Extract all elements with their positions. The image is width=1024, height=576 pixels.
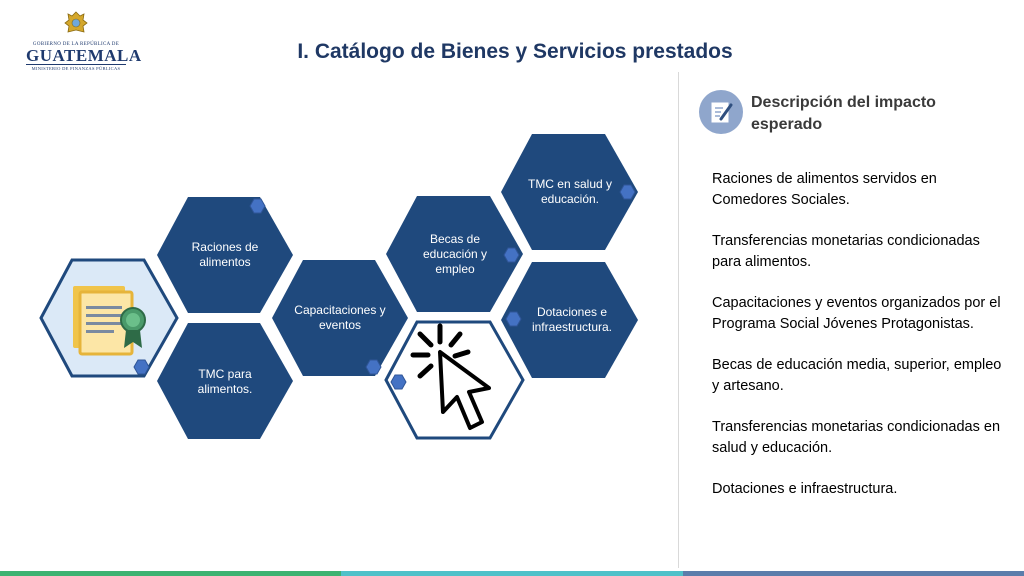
hexagon-raciones (157, 197, 293, 313)
edit-note-icon (699, 90, 743, 134)
hexagon-becas (386, 196, 523, 312)
footer-segment (341, 571, 683, 576)
list-item: Capacitaciones y eventos organizados por… (712, 295, 1001, 332)
page-title: I. Catálogo de Bienes y Servicios presta… (297, 40, 733, 63)
footer-segment (0, 571, 342, 576)
connector-dot (505, 311, 522, 327)
list-item: Dotaciones e infraestructura. (712, 481, 898, 497)
footer-bar (0, 571, 1024, 576)
list-item: Becas de educación media, superior, empl… (712, 357, 1002, 394)
click-pointer-icon (410, 323, 491, 430)
connector-dot (249, 198, 266, 214)
certificate-icon (73, 286, 146, 356)
hexagon-label-tmc-salud: TMC en salud y educación. (527, 177, 613, 206)
hexagon-dotaciones (501, 262, 638, 378)
hexagon-label-capacitaciones: Capacitaciones y eventos (294, 303, 386, 332)
connector-dot (365, 359, 382, 375)
hexagon-label-dotaciones: Dotaciones e infraestructura. (531, 305, 613, 334)
connector-dot (390, 374, 407, 390)
list-item: Transferencias monetarias condicionadas … (712, 233, 980, 270)
panel-heading: Descripción del impacto esperado (751, 94, 936, 133)
hexagon-capacitaciones (272, 260, 408, 376)
connector-dot (619, 184, 636, 200)
crest-icon (64, 11, 88, 33)
footer-segment (682, 571, 1024, 576)
list-item: Raciones de alimentos servidos en Comedo… (712, 171, 937, 208)
hexagon-tmc-salud (501, 134, 638, 250)
logo-line1: GOBIERNO DE LA REPÚBLICA DE (32, 42, 120, 47)
connector-dot (133, 359, 150, 375)
hexagon-graphic (39, 134, 638, 440)
impact-list: Raciones de alimentos servidos en Comedo… (712, 169, 1012, 520)
hexagon-label-tmc-alimentos: TMC para alimentos. (197, 367, 253, 396)
list-item: Transferencias monetarias condicionadas … (712, 419, 1001, 456)
connector-dot (503, 247, 520, 263)
divider (678, 72, 679, 568)
logo-line2: GUATEMALA (26, 46, 142, 65)
hexagon-tmc-alimentos (157, 323, 293, 439)
hexagon-label-becas: Becas de educación y empleo (422, 232, 488, 276)
logo-line3: MINISTERIO DE FINANZAS PÚBLICAS (26, 64, 126, 71)
hexagon-label-raciones: Raciones de alimentos (191, 240, 259, 269)
logo: GOBIERNO DE LA REPÚBLICA DE GUATEMALA MI… (26, 10, 142, 71)
